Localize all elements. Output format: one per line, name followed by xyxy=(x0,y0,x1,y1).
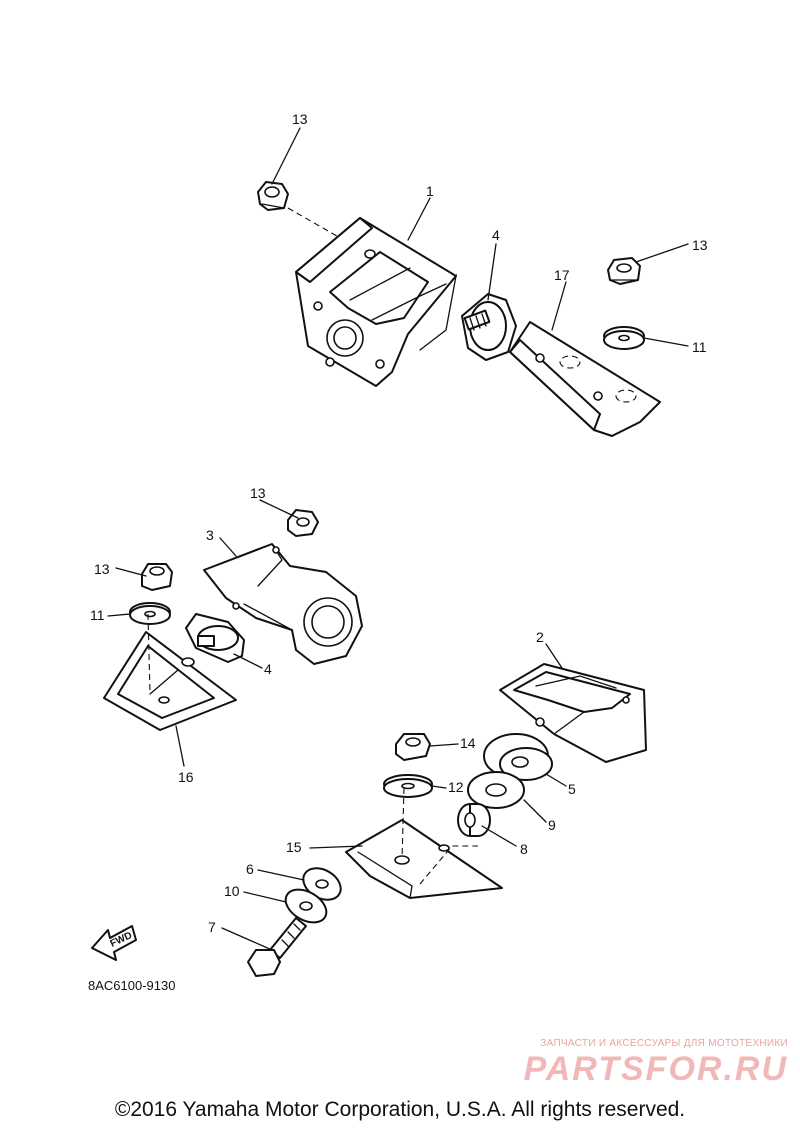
part-5-rubber[interactable] xyxy=(483,733,553,781)
callout-13-middle: 13 xyxy=(250,485,266,501)
part-3-bracket[interactable] xyxy=(203,543,363,665)
part-15-mount-plate[interactable] xyxy=(345,787,503,900)
callout-16: 16 xyxy=(178,769,194,785)
part-4-damper-middle[interactable] xyxy=(185,613,245,663)
callout-4-middle: 4 xyxy=(264,661,272,677)
part-4-damper-top[interactable] xyxy=(461,293,517,361)
part-11-washer-left[interactable] xyxy=(129,602,171,625)
callout-6: 6 xyxy=(246,861,254,877)
callout-12: 12 xyxy=(448,779,464,795)
callout-11-top: 11 xyxy=(692,339,707,355)
callout-2: 2 xyxy=(536,629,544,645)
part-13-nut-top-left[interactable] xyxy=(257,181,289,211)
fwd-arrow-icon: FWD xyxy=(91,925,137,961)
part-9-washer[interactable] xyxy=(467,771,525,809)
part-13-nut-top-right[interactable] xyxy=(607,257,641,285)
callout-17: 17 xyxy=(554,267,570,283)
callout-8: 8 xyxy=(520,841,528,857)
callout-13-left: 13 xyxy=(94,561,110,577)
watermark-brand: PARTSFOR.RU xyxy=(523,1050,788,1088)
part-13-nut-left[interactable] xyxy=(141,563,173,591)
part-7-bolt[interactable] xyxy=(247,917,307,977)
callout-14: 14 xyxy=(460,735,476,751)
part-12-washer[interactable] xyxy=(383,774,433,798)
callout-10: 10 xyxy=(224,883,240,899)
part-13-nut-middle[interactable] xyxy=(287,509,319,537)
copyright-notice: ©2016 Yamaha Motor Corporation, U.S.A. A… xyxy=(114,1098,686,1121)
part-8-collar[interactable] xyxy=(457,803,491,837)
callout-4-top: 4 xyxy=(492,227,500,243)
part-17-mount-plate[interactable] xyxy=(509,321,661,437)
callout-numbers: 13 1 4 17 13 11 13 3 13 11 4 16 2 14 12 … xyxy=(90,111,708,935)
callout-3: 3 xyxy=(206,527,214,543)
watermark-tagline: ЗАПЧАСТИ И АКСЕССУАРЫ ДЛЯ МОТОТЕХНИКИ xyxy=(540,1038,788,1049)
callout-5: 5 xyxy=(568,781,576,797)
leader-lines xyxy=(107,127,689,951)
part-2-bracket[interactable] xyxy=(499,663,647,763)
callout-13-top-right: 13 xyxy=(692,237,708,253)
callout-11-left: 11 xyxy=(90,607,105,623)
callout-15: 15 xyxy=(286,839,302,855)
callout-13-top-left: 13 xyxy=(292,111,308,127)
callout-9: 9 xyxy=(548,817,556,833)
part-10-washer[interactable] xyxy=(280,883,332,929)
part-1-bracket[interactable] xyxy=(295,217,458,387)
callout-7: 7 xyxy=(208,919,216,935)
guide-line xyxy=(287,207,371,256)
callout-1: 1 xyxy=(426,183,434,199)
part-11-washer-top[interactable] xyxy=(603,326,645,350)
part-14-nut[interactable] xyxy=(395,733,431,761)
part-16-mount[interactable] xyxy=(103,613,237,731)
part-code: 8AC6100-9130 xyxy=(88,978,175,993)
